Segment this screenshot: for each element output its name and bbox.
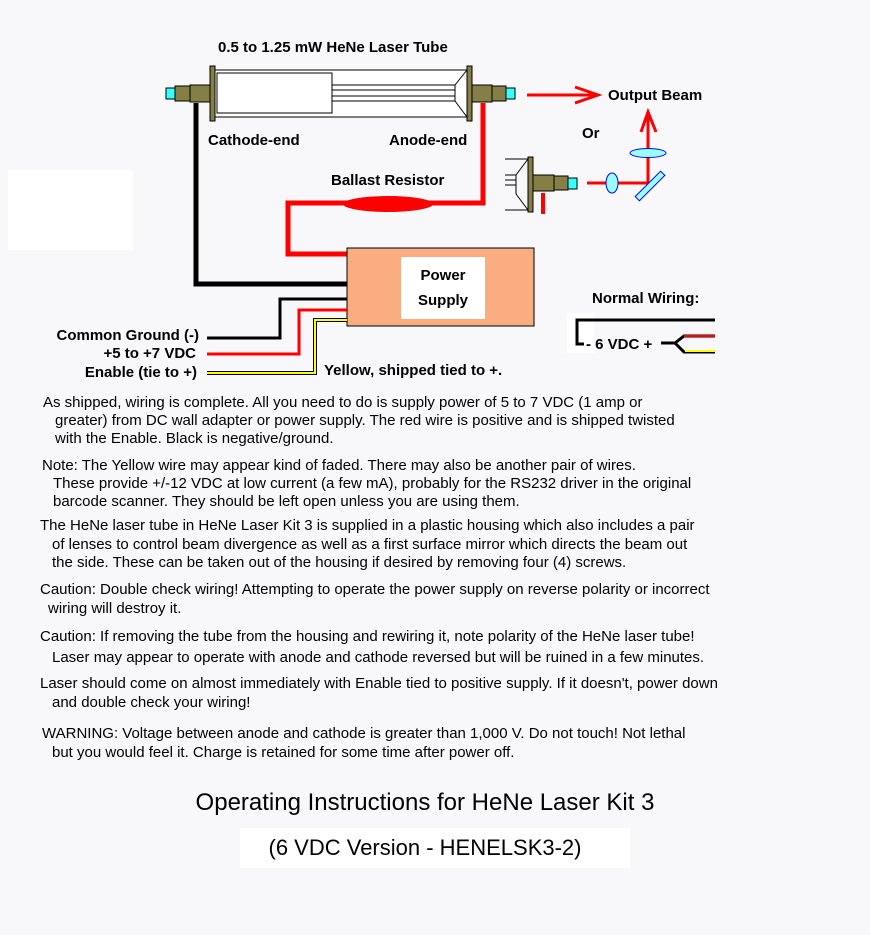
positive-label: +5 to +7 VDC [103, 345, 196, 362]
paragraph-line: greater) from DC wall adapter or power s… [55, 412, 675, 429]
ground-wire [207, 297, 347, 340]
paragraph-line: These provide +/-12 VDC at low current (… [53, 475, 692, 492]
cathode-end-label: Cathode-end [208, 132, 300, 149]
normal-wiring-vdc: - 6 VDC + [586, 336, 653, 353]
tube-title: 0.5 to 1.25 mW HeNe Laser Tube [218, 39, 448, 56]
hene-laser-tube [165, 65, 516, 122]
paragraph-line: WARNING: Voltage between anode and catho… [42, 725, 686, 742]
paragraph-line: The HeNe laser tube in HeNe Laser Kit 3 … [40, 517, 695, 534]
normal-wiring-black [575, 318, 715, 346]
positive-wire [207, 308, 347, 356]
ballast-resistor-label: Ballast Resistor [331, 172, 445, 189]
yellow-note: Yellow, shipped tied to +. [324, 362, 502, 379]
paragraph-line: Caution: If removing the tube from the h… [40, 628, 695, 645]
power-supply-label: Power [420, 267, 465, 284]
anode-wire-red [285, 103, 486, 257]
paragraph-line: the side. These can be taken out of the … [52, 554, 627, 571]
paragraph-line: with the Enable. Black is negative/groun… [55, 430, 334, 447]
output-beam-arrow [527, 85, 603, 105]
paragraph-line: Note: The Yellow wire may appear kind of… [42, 457, 636, 474]
paragraph-line: Caution: Double check wiring! Attempting… [40, 581, 710, 598]
page-subtitle: (6 VDC Version - HENELSK3-2) [268, 835, 582, 860]
cathode-wire-black [193, 103, 347, 287]
ground-label: Common Ground (-) [57, 327, 199, 344]
housed-tube-end [505, 156, 578, 214]
beam-optics [587, 107, 667, 202]
paragraph-line: and double check your wiring! [52, 694, 251, 711]
power-supply-label: Supply [418, 292, 469, 309]
mirror [634, 170, 666, 202]
power-supply-label-box [401, 257, 485, 319]
paragraph-line: barcode scanner. They should be left ope… [53, 493, 520, 510]
ballast-resistor [343, 196, 433, 212]
page-title: Operating Instructions for HeNe Laser Ki… [195, 789, 655, 816]
paragraph-line: but you would feel it. Charge is retaine… [52, 744, 515, 761]
or-label: Or [582, 125, 600, 142]
paragraph-line: As shipped, wiring is complete. All you … [43, 394, 643, 411]
lens [605, 172, 619, 194]
background-patch [8, 170, 133, 250]
paragraph-line: wiring will destroy it. [48, 600, 182, 617]
lens [629, 148, 667, 158]
enable-label: Enable (tie to +) [85, 364, 197, 381]
background-patch [240, 828, 630, 868]
output-beam-label: Output Beam [608, 87, 702, 104]
paragraph-line: Laser may appear to operate with anode a… [52, 649, 705, 666]
anode-end-label: Anode-end [389, 132, 467, 149]
paragraph-line: of lenses to control beam divergence as … [52, 536, 688, 553]
normal-wiring-label: Normal Wiring: [592, 290, 699, 307]
paragraph-line: Laser should come on almost immediately … [40, 675, 718, 692]
